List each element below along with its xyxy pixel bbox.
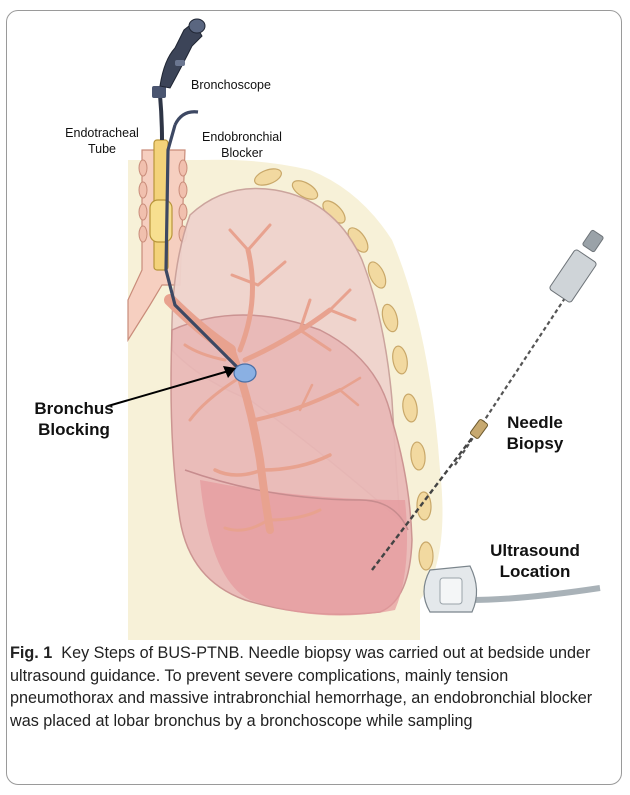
label-endotracheal-tube-line1: Endotracheal bbox=[54, 125, 150, 141]
label-ultrasound-location: Ultrasound Location bbox=[475, 540, 595, 582]
label-endotracheal-tube-line2: Tube bbox=[54, 141, 150, 157]
tube-cuff bbox=[150, 200, 172, 242]
label-ultrasound-location-line1: Ultrasound bbox=[475, 540, 595, 561]
label-bronchus-blocking-line1: Bronchus bbox=[26, 398, 122, 419]
label-bronchoscope: Bronchoscope bbox=[176, 77, 286, 93]
caption-text: Key Steps of BUS-PTNB. Needle biopsy was… bbox=[10, 644, 592, 730]
label-endobronchial-blocker-line1: Endobronchial bbox=[188, 129, 296, 145]
label-ultrasound-location-line2: Location bbox=[475, 561, 595, 582]
figure-caption: Fig. 1 Key Steps of BUS-PTNB. Needle bio… bbox=[10, 642, 610, 732]
label-needle-biopsy: Needle Biopsy bbox=[487, 412, 583, 454]
label-endobronchial-blocker-line2: Blocker bbox=[188, 145, 296, 161]
caption-figure-label: Fig. 1 bbox=[10, 644, 52, 662]
label-endotracheal-tube: Endotracheal Tube bbox=[54, 125, 150, 157]
label-endobronchial-blocker: Endobronchial Blocker bbox=[188, 129, 296, 161]
label-bronchus-blocking-line2: Blocking bbox=[26, 419, 122, 440]
blocker-balloon bbox=[234, 364, 256, 382]
label-needle-biopsy-line2: Biopsy bbox=[487, 433, 583, 454]
label-needle-biopsy-line1: Needle bbox=[487, 412, 583, 433]
label-bronchus-blocking: Bronchus Blocking bbox=[26, 398, 122, 440]
